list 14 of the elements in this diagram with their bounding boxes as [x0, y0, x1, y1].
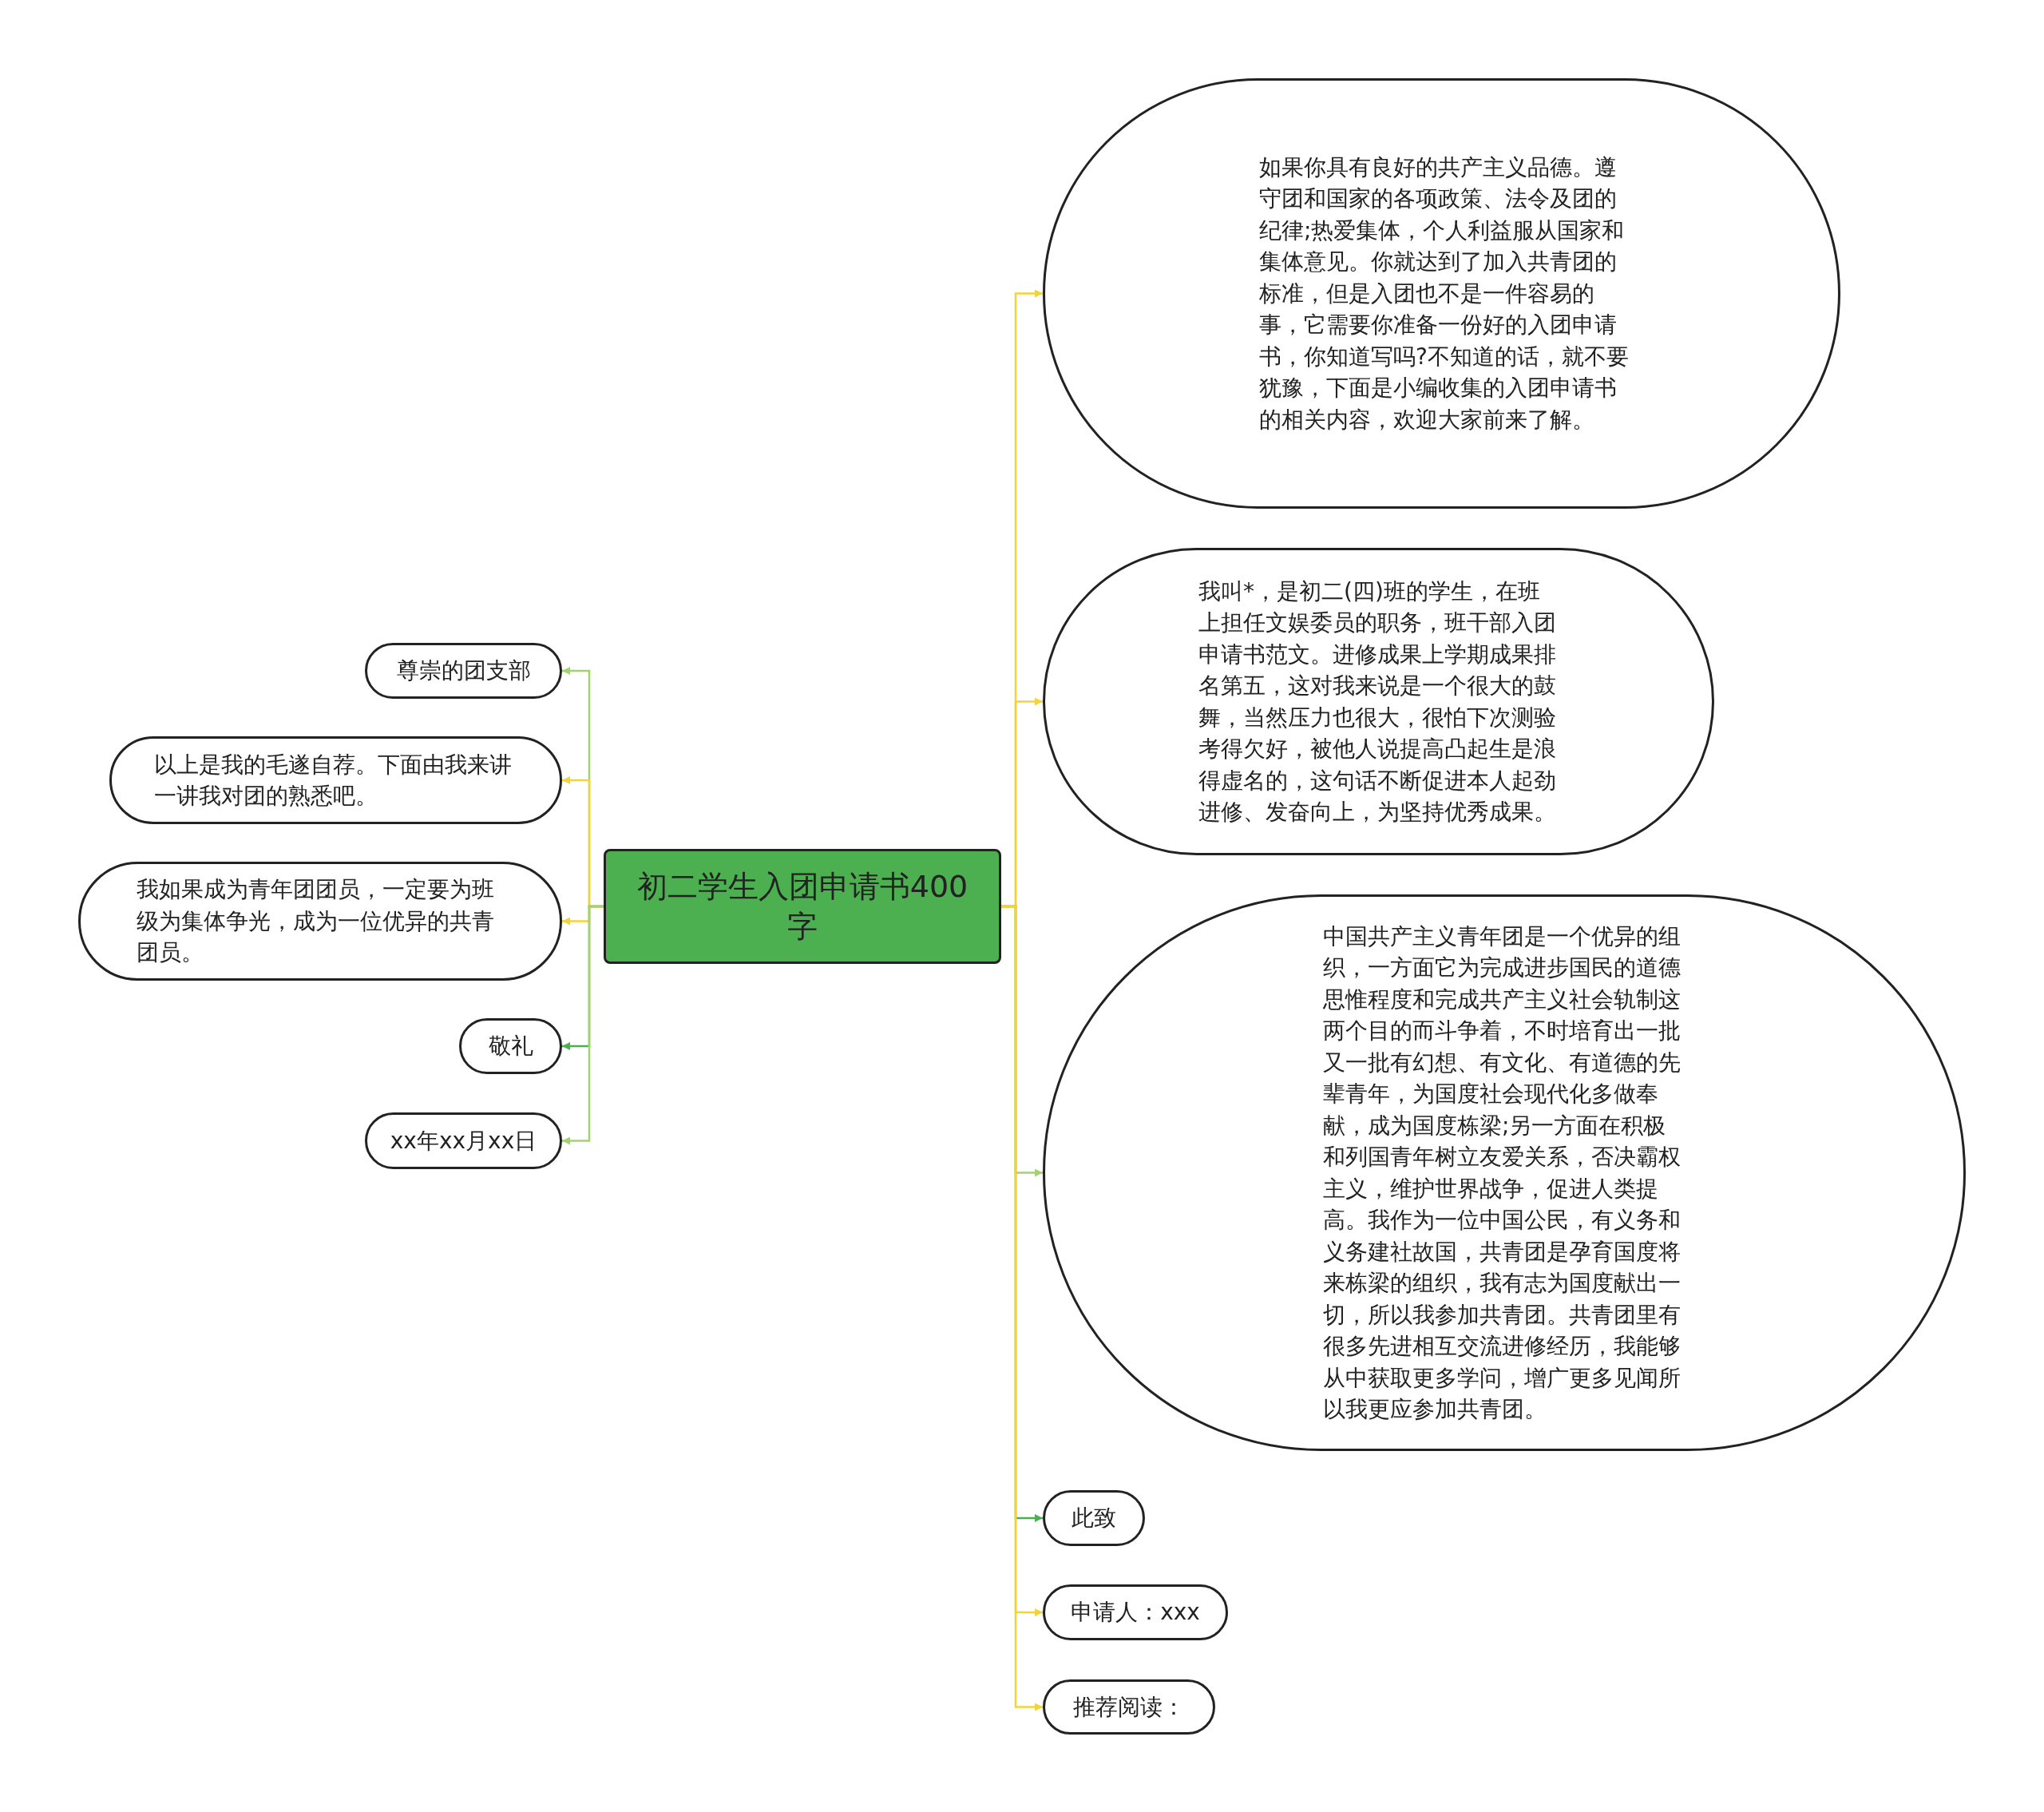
label-text: 敬礼 — [488, 1032, 533, 1061]
label-text: 此致 — [1072, 1504, 1116, 1533]
connector-arrow — [562, 905, 604, 1145]
label-text: 申请人：xxx — [1071, 1598, 1200, 1628]
label-text: 推荐阅读： — [1073, 1692, 1185, 1722]
paragraph-text: 我叫*，是初二(四)班的学生，在班上担任文娱委员的职务，班干部入团申请书范文。进修成果上学期成果排名第五，这对我来说是一个很大的鼓舞，当然压力也很大，很怕下次测验考得欠好，被他人说提高凸起生是浪得虚名的，这句话不断促进本人起劲进修、发奋向上，为坚持优秀成果。 — [1198, 577, 1557, 827]
label-text: 尊崇的团支部 — [396, 656, 531, 686]
paragraph-text: 以上是我的毛遂自荐。下面由我来讲一讲我对团的熟悉吧。 — [154, 750, 513, 811]
paragraph-text: 中国共产主义青年团是一个优异的组织，一方面它为完成进步国民的道德思惟程度和完成共产主义社会轨制这两个目的而斗争着，不时培育出一批又一批有幻想、有文化、有道德的先辈青年，为国度社会现代化多做奉献，成为国度栋梁;另一方面在积极和列国青年树立友爱关系，否决霸权主义，维护世界战争，促进人类提高。我作为一位中国公民，有义务和义务建社故国，共青团是孕育国度将来栋梁的组织，我有志为国度献出一切，所以我参加共青团。共青团里有很多先进相互交流进修经历，我能够从中获取更多学问，增广更多见闻所以我更应参加共青团。 — [1323, 922, 1682, 1424]
paragraph-text: 我如果成为青年团团员，一定要为班级为集体争光，成为一位优异的共青团员。 — [137, 875, 495, 968]
label-text: xx年xx月xx日 — [390, 1126, 537, 1156]
paragraph-text: 如果你具有良好的共产主义品德。遵守团和国家的各项政策、法令及团的纪律;热爱集体，个人利益服从国家和集体意见。你就达到了加入共青团的标准，但是入团也不是一件容易的事，它需要你准备一份好的入团申请书，你知道写吗?不知道的话，就不要犹豫，下面是小编收集的入团申请书的相关内容，欢迎大家前来了解。 — [1259, 153, 1630, 434]
topic-title: 初二学生入团申请书400字 — [636, 868, 969, 946]
topic-box — [604, 849, 1001, 964]
